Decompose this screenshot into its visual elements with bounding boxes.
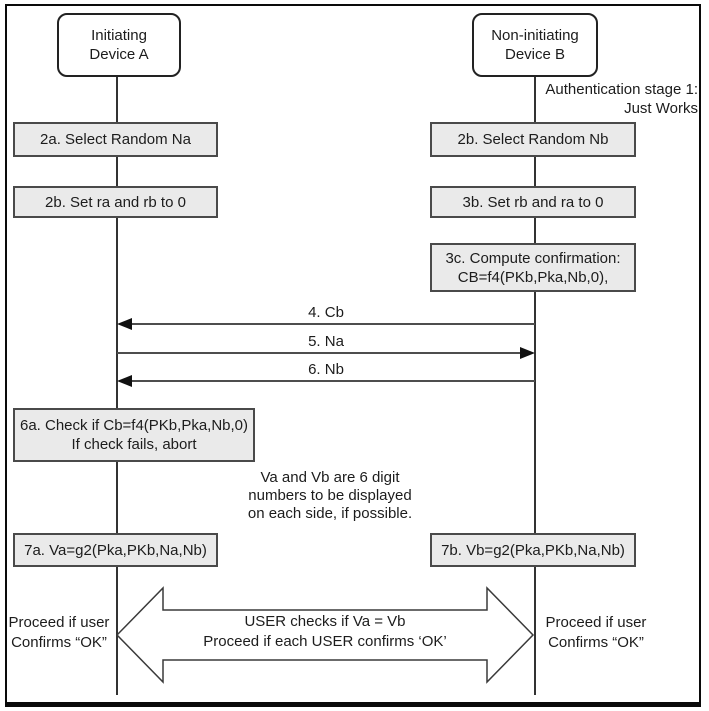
proceed-b-line1: Proceed if user	[545, 614, 647, 631]
note-line3: on each side, if possible.	[247, 505, 413, 522]
message-5-na-label: 5. Na	[308, 333, 344, 350]
proceed-note-device-a: Proceed if user Confirms “OK”	[6, 613, 112, 653]
step-2b-select-random-nb: 2b. Select Random Nb	[430, 122, 636, 157]
user-confirm-arrow	[115, 586, 535, 684]
note-line1: Va and Vb are 6 digit	[260, 469, 400, 486]
step-2b-set-ra-rb: 2b. Set ra and rb to 0	[13, 186, 218, 218]
proceed-note-device-b: Proceed if user Confirms “OK”	[540, 613, 652, 653]
step-3c-line1: 3c. Compute confirmation:	[445, 249, 621, 267]
actor-device-a-line1: Initiating	[91, 27, 147, 44]
message-5-arrowhead-icon	[520, 347, 535, 359]
step-2a-label: 2a. Select Random Na	[40, 131, 191, 148]
stage-caption-line2: Just Works	[624, 100, 698, 117]
step-3b-label: 3b. Set rb and ra to 0	[462, 193, 604, 211]
step-6a-line2: If check fails, abort	[71, 436, 197, 453]
double-arrow-shape	[115, 586, 535, 684]
step-7a-label: 7a. Va=g2(Pka,PKb,Na,Nb)	[24, 541, 207, 559]
message-6-nb-label: 6. Nb	[308, 361, 344, 378]
step-2b-set-label: 2b. Set ra and rb to 0	[45, 193, 186, 211]
message-4-cb-line	[130, 323, 535, 325]
actor-device-b-line1: Non-initiating	[491, 27, 579, 44]
message-5-na-line	[117, 352, 521, 354]
lifeline-device-b	[534, 73, 536, 695]
user-confirmation-text: USER checks if Va = Vb Proceed if each U…	[165, 612, 485, 652]
user-confirmation-line2: Proceed if each USER confirms ‘OK’	[203, 633, 447, 650]
proceed-b-line2: Confirms “OK”	[548, 634, 644, 651]
actor-device-a: Initiating Device A	[57, 13, 181, 77]
note-line2: numbers to be displayed	[248, 487, 412, 504]
note-va-vb: Va and Vb are 6 digit numbers to be disp…	[210, 469, 450, 523]
message-6-arrowhead-icon	[117, 375, 132, 387]
step-3b-set-rb-ra: 3b. Set rb and ra to 0	[430, 186, 636, 218]
stage-caption: Authentication stage 1: Just Works	[460, 80, 698, 118]
step-7a-compute-va: 7a. Va=g2(Pka,PKb,Na,Nb)	[13, 533, 218, 567]
step-7b-label: 7b. Vb=g2(Pka,PKb,Na,Nb)	[441, 541, 625, 559]
message-6-nb-line	[130, 380, 535, 382]
actor-device-b-line2: Device B	[504, 46, 566, 63]
step-6a-line1: 6a. Check if Cb=f4(PKb,Pka,Nb,0)	[19, 417, 249, 434]
step-2b-label: 2b. Select Random Nb	[457, 131, 609, 148]
message-4-arrowhead-icon	[117, 318, 132, 330]
actor-device-a-line2: Device A	[89, 46, 149, 63]
stage-caption-line1: Authentication stage 1:	[545, 81, 698, 98]
step-6a-check: 6a. Check if Cb=f4(PKb,Pka,Nb,0) If chec…	[13, 408, 255, 462]
proceed-a-line1: Proceed if user	[8, 614, 110, 631]
step-7b-compute-vb: 7b. Vb=g2(Pka,PKb,Na,Nb)	[430, 533, 636, 567]
message-4-cb-label: 4. Cb	[308, 304, 344, 321]
step-3c-compute-confirmation: 3c. Compute confirmation: CB=f4(PKb,Pka,…	[430, 243, 636, 292]
step-2a-select-random-na: 2a. Select Random Na	[13, 122, 218, 157]
diagram-frame	[5, 4, 701, 707]
proceed-a-line2: Confirms “OK”	[11, 634, 107, 651]
user-confirmation-line1: USER checks if Va = Vb	[244, 613, 406, 630]
step-3c-line2: CB=f4(PKb,Pka,Nb,0),	[457, 268, 609, 286]
actor-device-b: Non-initiating Device B	[472, 13, 598, 77]
